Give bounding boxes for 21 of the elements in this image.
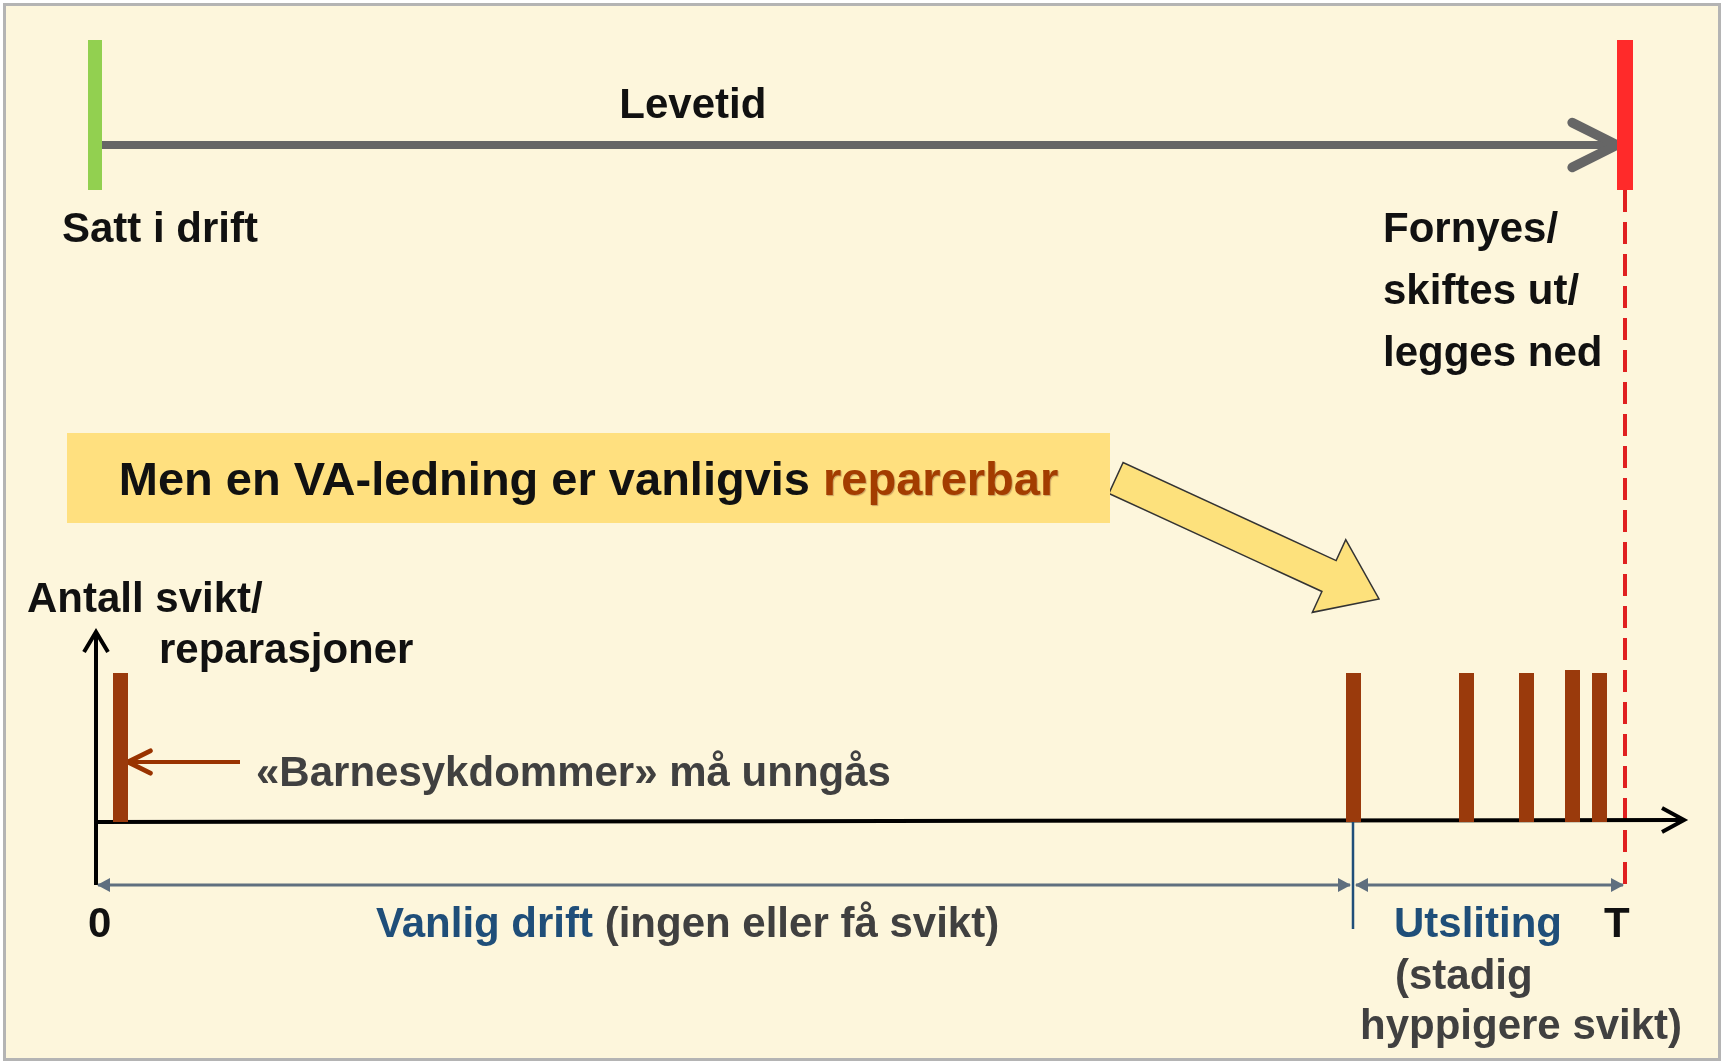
annotation-text: «Barnesykdommer» må unngås bbox=[256, 748, 891, 796]
text-label: Vanlig drift (ingen eller få svikt) bbox=[376, 898, 1000, 948]
bar-marker bbox=[113, 673, 128, 822]
block-arrow bbox=[1107, 461, 1381, 614]
callout-box: Men en VA-ledning er vanligvis reparerbar bbox=[67, 433, 1110, 523]
text-label: 0 bbox=[88, 898, 112, 948]
text-label: (stadig hyppigere svikt) bbox=[1360, 950, 1684, 1050]
text-label: Antall svikt/ reparasjoner bbox=[27, 573, 415, 674]
text-label: T bbox=[1604, 898, 1630, 948]
bar-marker bbox=[88, 40, 102, 190]
bar-marker bbox=[1346, 673, 1361, 822]
edge-label: Levetid bbox=[492, 79, 893, 130]
bar-marker bbox=[1459, 673, 1474, 822]
arrow bbox=[125, 748, 240, 776]
node-caption: Fornyes/ skiftes ut/ legges ned bbox=[1383, 203, 1604, 377]
bar-marker bbox=[1592, 673, 1607, 822]
bar-marker bbox=[1565, 670, 1580, 822]
node-caption: Satt i drift bbox=[62, 203, 259, 253]
text-label: Utsliting bbox=[1394, 898, 1562, 948]
bar-marker bbox=[1617, 40, 1633, 190]
bar-marker bbox=[1519, 673, 1534, 822]
